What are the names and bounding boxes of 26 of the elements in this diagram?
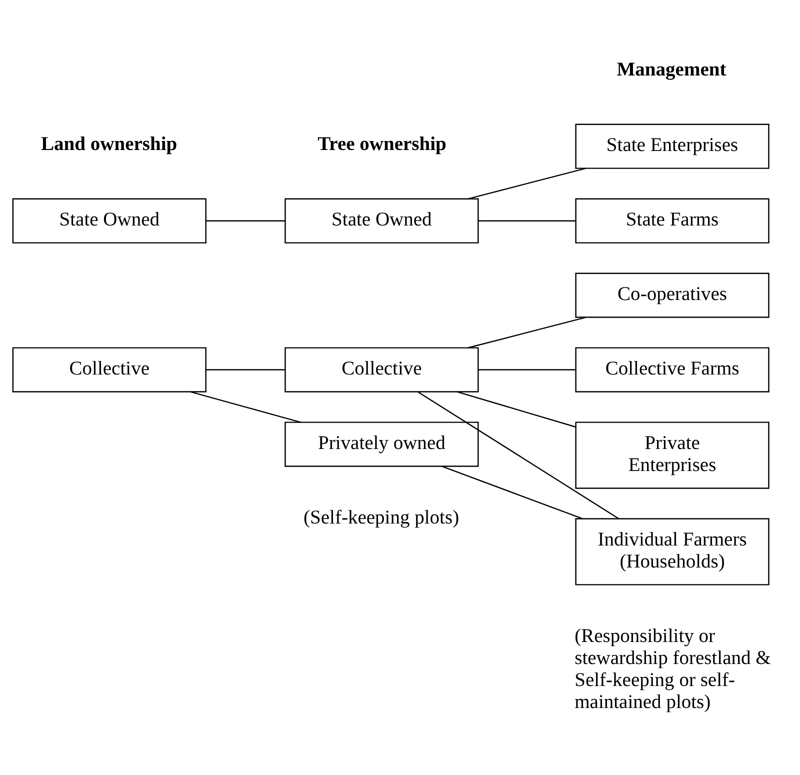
node-box: Privately owned (284, 422, 479, 467)
connector (206, 220, 286, 222)
label: Tree ownership (318, 134, 446, 155)
connector (442, 466, 583, 520)
connector (206, 369, 286, 370)
label: (Self-keeping plots) (304, 507, 460, 528)
node-box: Co-operatives (575, 272, 770, 318)
node-box: Collective (12, 347, 206, 392)
node-box: Collective (284, 347, 479, 392)
connector (478, 369, 576, 370)
node-box: State Owned (12, 198, 206, 244)
label: Management (616, 59, 726, 80)
label: Land ownership (41, 134, 178, 155)
connector (418, 392, 620, 520)
connector (456, 391, 576, 428)
label: (Responsibility or stewardship forestland & Self-keeping or self-maintained plots) (574, 626, 771, 713)
connector (478, 220, 576, 222)
node-box: State Farms (575, 198, 770, 244)
connector (468, 316, 586, 348)
node-box: State Enterprises (575, 124, 770, 169)
node-box: Private Enterprises (575, 422, 770, 489)
node-box: State Owned (284, 198, 479, 244)
node-box: Collective Farms (575, 347, 770, 392)
connector (190, 391, 301, 423)
connector (468, 168, 586, 200)
node-box: Individual Farmers (Households) (575, 518, 770, 586)
